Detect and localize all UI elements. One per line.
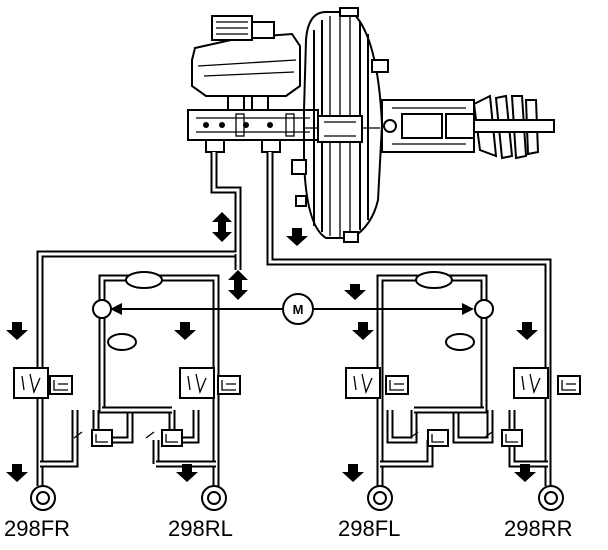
down-arrow-icon xyxy=(342,464,364,482)
down-arrow-icon xyxy=(514,464,536,482)
brake-booster xyxy=(291,7,389,243)
wheel-brake-fl xyxy=(367,485,393,511)
damper-right xyxy=(445,333,475,351)
motor-label: M xyxy=(293,302,304,317)
down-arrow-icon xyxy=(174,322,196,340)
wheel-label-rl: 298RL xyxy=(168,516,233,541)
down-arrow-icon xyxy=(6,322,28,340)
accumulator-right xyxy=(415,271,453,289)
damper-left xyxy=(107,333,137,351)
wheel-label-fl: 298FL xyxy=(338,516,400,541)
pump-motor: M xyxy=(282,293,314,325)
wheel-label-rr: 298RR xyxy=(504,516,572,541)
valve-fr xyxy=(13,367,73,399)
wheel-brakes xyxy=(30,485,564,511)
bidirectional-arrow-icon xyxy=(212,212,232,242)
down-arrow-icon xyxy=(176,464,198,482)
flow-arrows xyxy=(6,212,538,482)
down-arrow-icon xyxy=(286,228,308,246)
valve-rl xyxy=(179,367,241,399)
pump-right xyxy=(474,299,494,319)
wheel-label-fr: 298FR xyxy=(4,516,70,541)
down-arrow-icon xyxy=(352,322,374,340)
push-rod-boot xyxy=(381,94,555,160)
pump-components xyxy=(92,271,494,351)
down-arrow-icon xyxy=(516,322,538,340)
bidirectional-arrow-icon xyxy=(228,270,248,300)
pump-left xyxy=(92,299,112,319)
wheel-brake-rr xyxy=(538,485,564,511)
wheel-brake-fr xyxy=(30,485,56,511)
solenoid-blocks-lower xyxy=(73,429,523,447)
wheel-brake-rl xyxy=(201,485,227,511)
fluid-reservoir xyxy=(191,15,301,111)
master-cylinder-assembly xyxy=(187,7,555,243)
accumulator-left xyxy=(125,271,163,289)
valve-rr xyxy=(513,367,581,399)
master-cylinder-body xyxy=(187,109,319,153)
wheel-labels: 298FR 298RL 298FL 298RR xyxy=(4,516,572,541)
valve-fl xyxy=(345,367,409,399)
valve-blocks xyxy=(13,367,581,447)
down-arrow-icon xyxy=(344,284,366,300)
down-arrow-icon xyxy=(6,464,28,482)
